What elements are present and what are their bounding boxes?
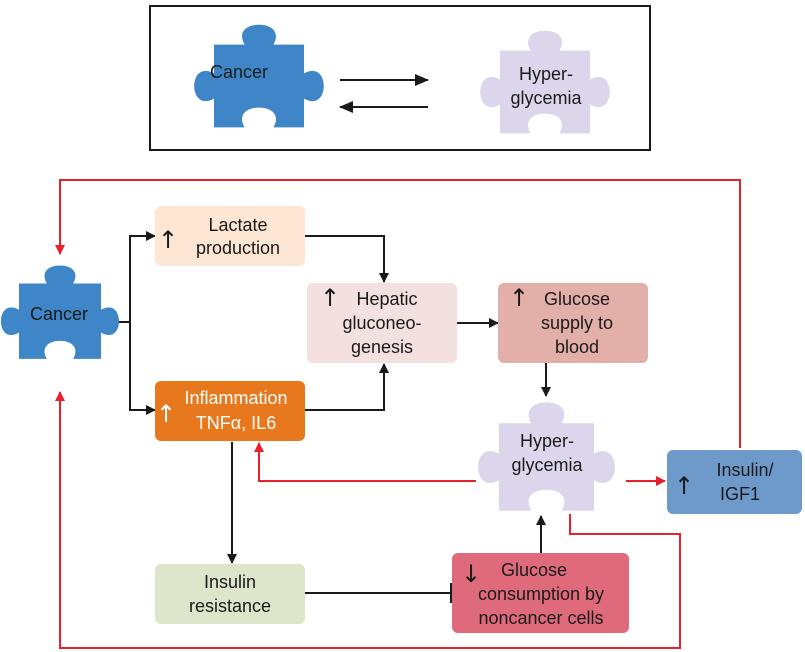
hepatic-line3: genesis xyxy=(351,337,413,357)
inflammation-box xyxy=(155,381,305,441)
hepatic-line1: Hepatic xyxy=(356,289,417,309)
lactate-line2: production xyxy=(196,238,280,258)
insulin-igf1-line1: Insulin/ xyxy=(716,460,773,480)
insulin-igf1-line2: IGF1 xyxy=(720,484,760,504)
cancer-to-inflammation xyxy=(129,322,156,415)
glucose-consumption-line3: noncancer cells xyxy=(478,608,603,628)
glucose-supply-arrow: ↑ xyxy=(509,284,529,312)
red-loop-top xyxy=(55,179,741,448)
glucose-supply-box xyxy=(498,283,648,363)
cancer-node-label: Cancer xyxy=(30,304,88,324)
hyper-to-inflammation xyxy=(254,442,476,482)
legend-cancer-label: Cancer xyxy=(210,62,268,82)
glucose-supply-line3: blood xyxy=(555,337,599,357)
insulin-resistance-box xyxy=(155,564,305,624)
insulin-resistance-line1: Insulin xyxy=(204,572,256,592)
inflammation-line1: Inflammation xyxy=(184,388,287,408)
glucose-consumption-box xyxy=(452,553,629,633)
inflammation-line2: TNFα, IL6 xyxy=(196,413,276,433)
legend-hyper-line1: Hyper- xyxy=(519,64,573,84)
glucose-supply-line1: Glucose xyxy=(544,289,610,309)
inflammation-arrow: ↑ xyxy=(156,400,176,428)
glucose-consumption-arrow: ↓ xyxy=(461,560,481,588)
hepatic-box xyxy=(307,283,457,363)
glucose-supply-line2: supply to xyxy=(541,313,613,333)
lactate-to-hepatic xyxy=(305,235,389,283)
glucose-consumption-line1: Glucose xyxy=(501,560,567,580)
red-loop-bottom xyxy=(55,391,681,649)
glucose-consumption-line2: consumption by xyxy=(478,584,604,604)
insulin-igf1-arrow: ↑ xyxy=(674,472,694,500)
legend-frame xyxy=(149,5,651,151)
lactate-box xyxy=(155,206,305,266)
insulin-igf1-box xyxy=(667,450,802,514)
inflammation-to-hepatic xyxy=(305,363,389,411)
hepatic-arrow: ↑ xyxy=(320,284,340,312)
lactate-line1: Lactate xyxy=(208,215,267,235)
hyperglycemia-line1: Hyper- xyxy=(520,431,574,451)
legend-hyper-line2: glycemia xyxy=(510,88,582,108)
lactate-arrow: ↑ xyxy=(158,226,178,254)
cancer-to-lactate xyxy=(129,231,156,322)
hyperglycemia-line2: glycemia xyxy=(511,455,583,475)
insulin-resistance-line2: resistance xyxy=(189,596,271,616)
hepatic-line2: gluconeo- xyxy=(342,313,421,333)
